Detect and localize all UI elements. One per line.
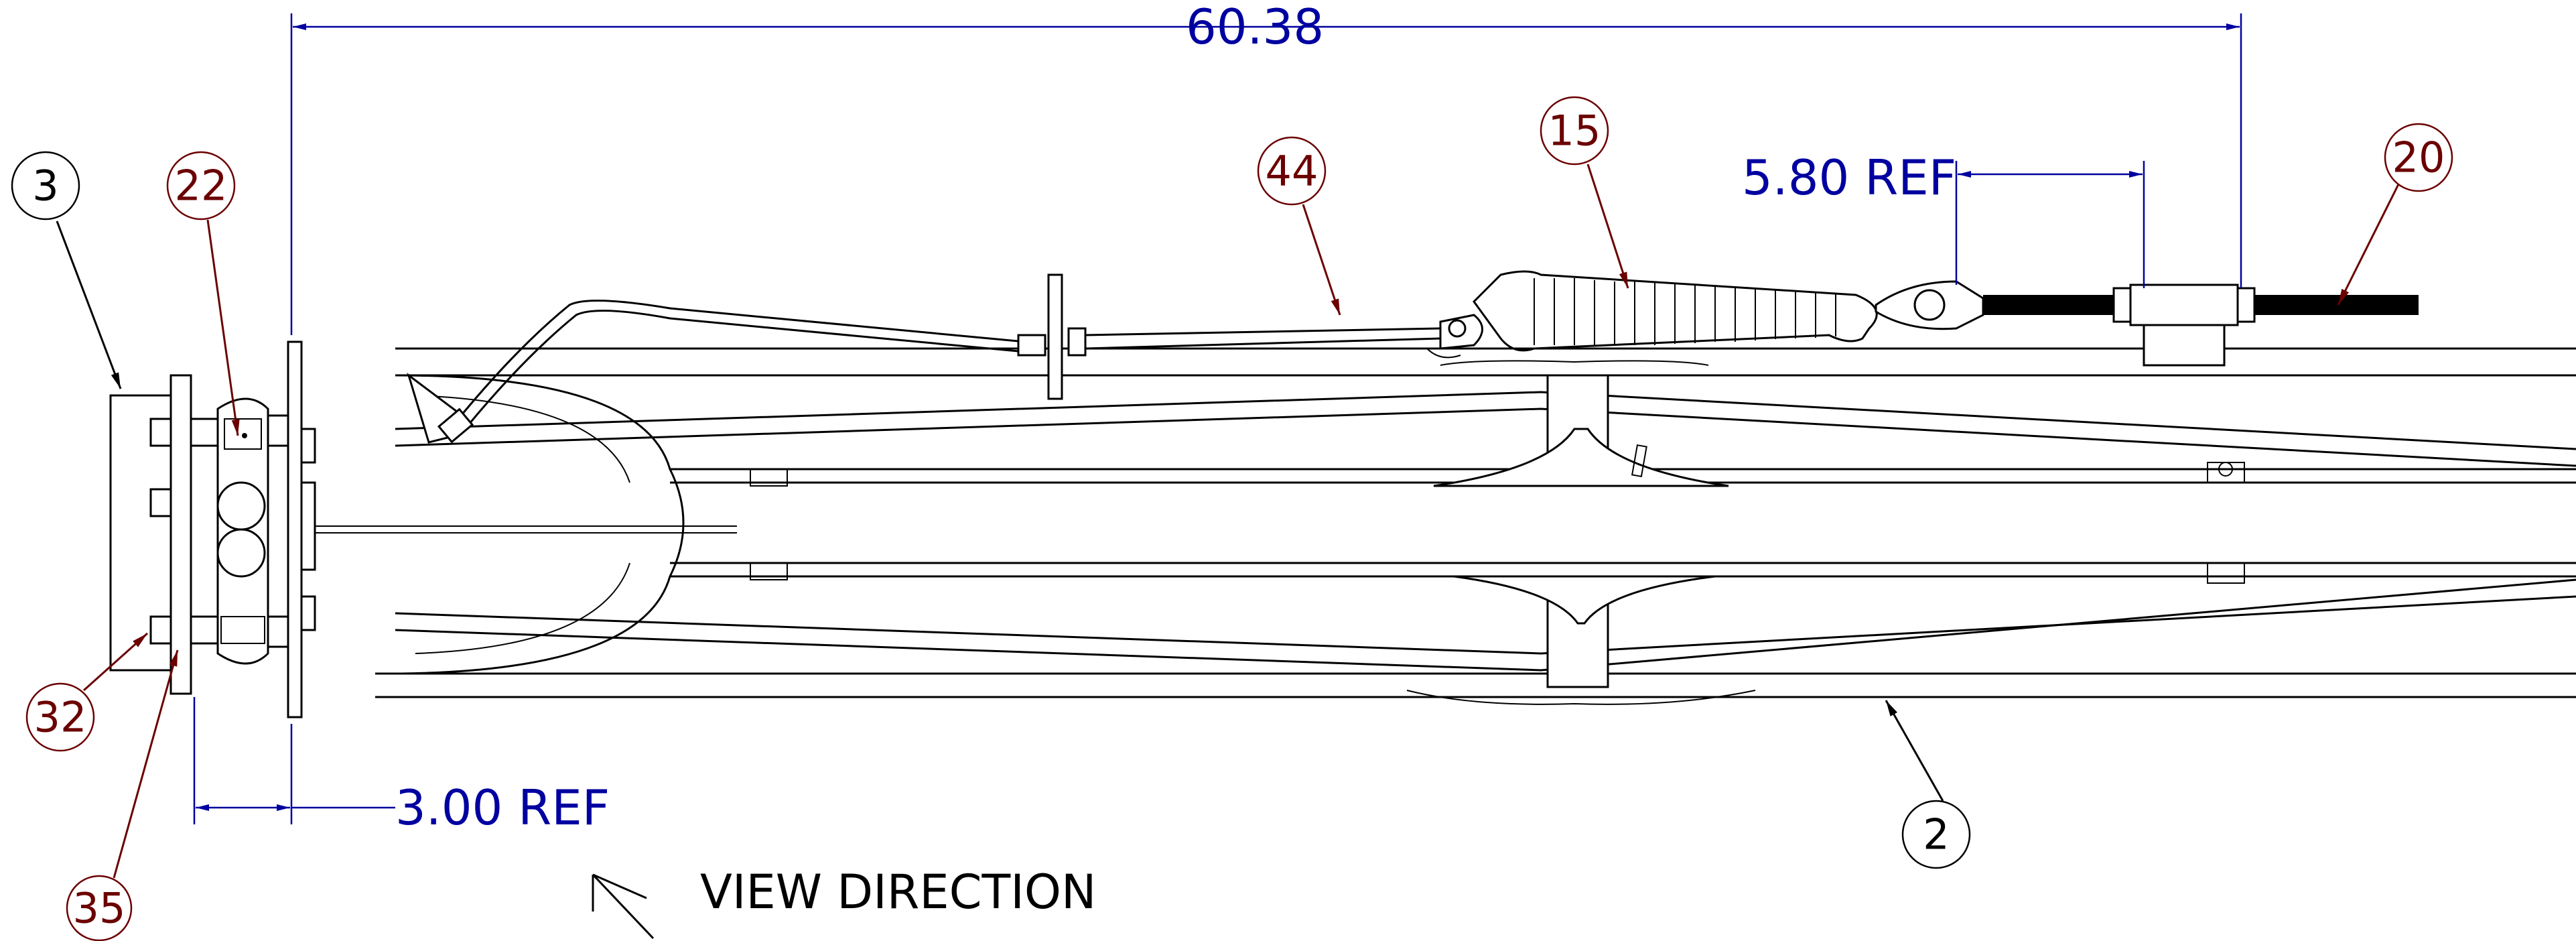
view-direction-arrow-icon bbox=[592, 873, 655, 940]
balloon-20-label: 20 bbox=[2392, 133, 2445, 182]
tension-spring bbox=[1473, 270, 1878, 352]
boom-assembly bbox=[308, 347, 2576, 705]
balloon-32: 32 bbox=[25, 632, 149, 752]
cable-assembly bbox=[407, 273, 1483, 444]
balloon-35: 35 bbox=[66, 649, 179, 941]
balloon-3: 3 bbox=[11, 151, 122, 389]
dimension-offset-ref: 3.00 REF bbox=[193, 697, 610, 836]
balloon-3-label: 3 bbox=[32, 162, 58, 210]
balloon-15: 15 bbox=[1540, 96, 1629, 289]
balloon-35-label: 35 bbox=[73, 884, 126, 933]
balloon-2-label: 2 bbox=[1923, 810, 1949, 859]
balloon-20: 20 bbox=[2337, 123, 2453, 306]
balloon-22: 22 bbox=[166, 151, 240, 436]
dimension-overall: 60.38 bbox=[290, 0, 2242, 335]
dimension-offset-ref-label: 3.00 REF bbox=[395, 779, 610, 836]
dimension-spring-ref-label: 5.80 REF bbox=[1742, 149, 1956, 206]
balloon-44: 44 bbox=[1257, 136, 1341, 316]
balloon-15-label: 15 bbox=[1548, 107, 1601, 155]
dimension-overall-label: 60.38 bbox=[1186, 0, 1324, 55]
balloon-2: 2 bbox=[1885, 700, 1971, 869]
balloon-32-label: 32 bbox=[34, 693, 87, 742]
threaded-rod-assembly bbox=[1875, 280, 2419, 367]
balloon-22-label: 22 bbox=[175, 162, 228, 210]
balloon-44-label: 44 bbox=[1266, 147, 1318, 196]
view-direction-note: VIEW DIRECTION bbox=[592, 865, 1096, 940]
view-direction-label: VIEW DIRECTION bbox=[700, 865, 1096, 920]
end-plate-assembly bbox=[109, 340, 316, 718]
dimension-spring-ref: 5.80 REF bbox=[1742, 149, 2145, 288]
